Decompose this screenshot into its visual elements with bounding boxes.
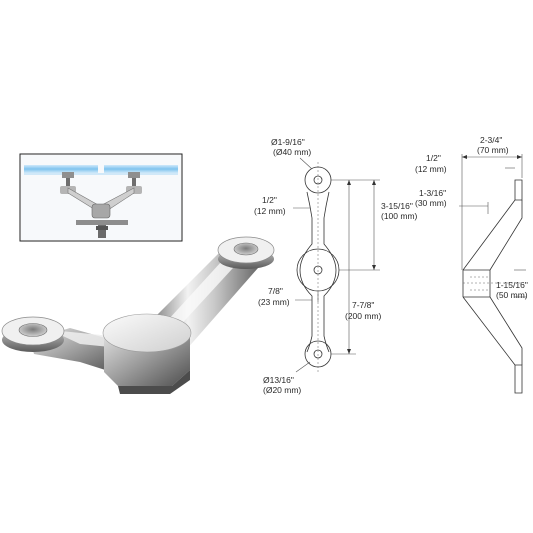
inset-mount-rod (98, 225, 106, 238)
front-arm-thickness-label: 1/2" (262, 195, 277, 205)
side-offset-mm: (30 mm) (415, 198, 447, 208)
side-offset-label: 1-3/16" (419, 188, 446, 198)
inset-spider-hub (91, 203, 111, 219)
front-bottom-eye-mm: (Ø20 mm) (263, 385, 301, 395)
inset-mount-plate (76, 220, 128, 225)
front-outline-left (299, 191, 313, 353)
front-arm-thickness-mm: (12 mm) (254, 206, 286, 216)
side-plate-thickness-mm: (12 mm) (415, 164, 447, 174)
front-outline-right (323, 191, 337, 353)
front-view-drawing (293, 157, 380, 373)
front-overall-height-mm: (200 mm) (345, 311, 382, 321)
side-hub-height-label: 1-15/16" (496, 280, 528, 290)
side-arm-lower-inner (489, 296, 523, 365)
front-neck-mm: (23 mm) (258, 297, 290, 307)
side-top-plate (514, 179, 523, 201)
glass-panel-right (104, 165, 178, 173)
side-arm-lower-outer (462, 296, 516, 366)
left-ring-hole (18, 323, 48, 337)
top-ring-hole (233, 242, 259, 256)
front-top-eye-mm: (Ø40 mm) (273, 147, 311, 157)
chrome-spider-fitting (1, 236, 275, 394)
side-depth-label: 2-3/4" (480, 135, 502, 145)
leader-bottom-eye (295, 361, 311, 373)
side-depth-mm: (70 mm) (477, 145, 509, 155)
front-top-eye-label: Ø1-9/16" (271, 137, 305, 147)
center-hub-base (118, 370, 190, 394)
leader-top-eye (299, 157, 313, 170)
upper-arm-highlight (168, 250, 244, 330)
front-overall-height-label: 7-7/8" (352, 300, 374, 310)
installation-inset (19, 153, 183, 242)
lower-arm-highlight (50, 330, 120, 348)
side-plate-thickness-label: 1/2" (426, 153, 441, 163)
side-hub (463, 269, 491, 298)
side-view-drawing (459, 154, 526, 394)
center-hub-top (102, 313, 192, 353)
inset-mount-nut (96, 226, 108, 230)
glass-panel-left (24, 165, 98, 173)
side-hub-height-mm: (50 mm) (496, 290, 528, 300)
side-bottom-plate (514, 364, 523, 394)
glass-edge (24, 173, 178, 175)
front-neck-label: 7/8" (268, 286, 283, 296)
front-bottom-eye-label: Ø13/16" (263, 375, 294, 385)
front-center-to-top-mm: (100 mm) (381, 211, 418, 221)
side-arm-upper-inner (489, 200, 523, 271)
front-center-to-top-label: 3-15/16" (381, 201, 413, 211)
